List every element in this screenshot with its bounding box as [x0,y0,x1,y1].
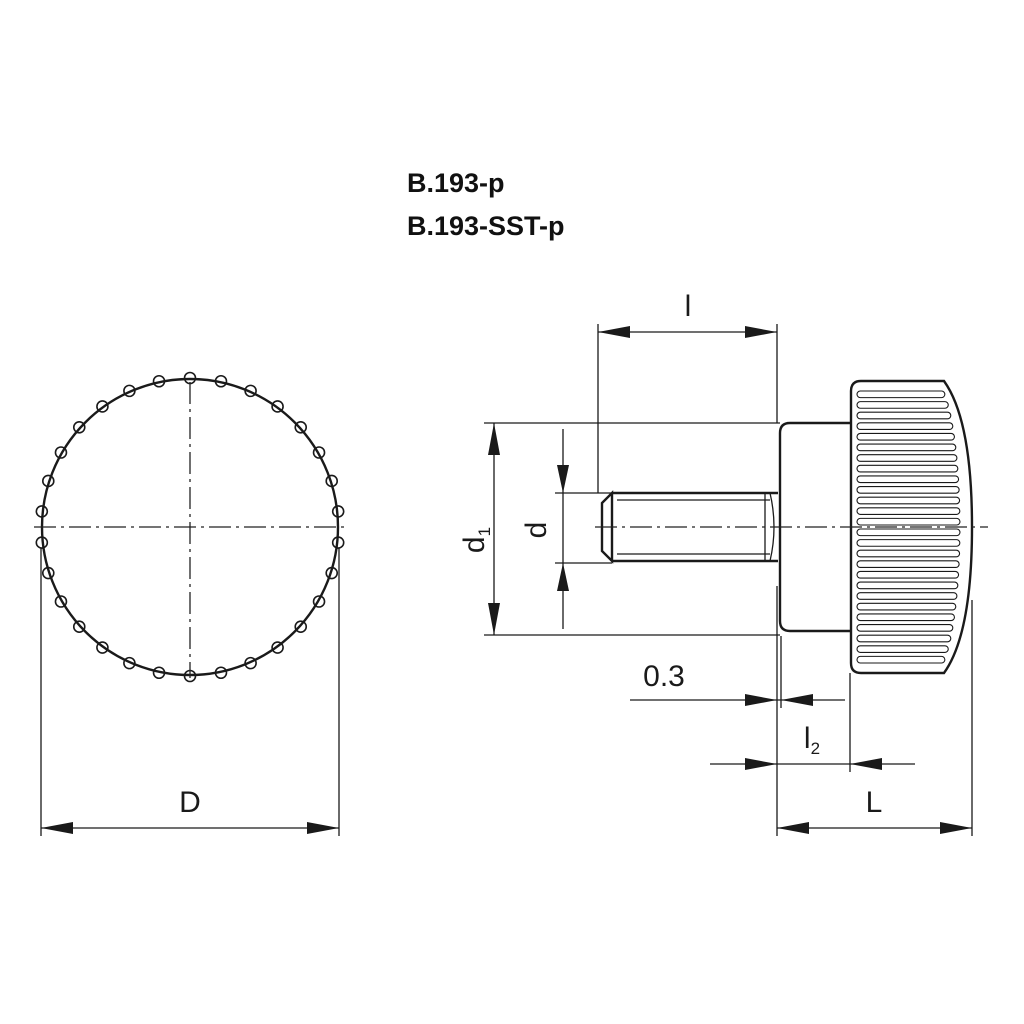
gap-arrow-left [745,694,777,706]
knurl-rib [856,517,961,526]
l2-arrow-right [850,758,882,770]
knurl-rib [856,581,959,590]
knurl-rib [856,475,960,484]
l2-subscript: 2 [811,739,820,758]
side-view: l d1 d 0.3 l2 [458,290,988,836]
product-code-stainless: B.193-SST-p [407,211,565,241]
d1-subscript: 1 [475,527,494,536]
d1-arrow-top [488,423,500,455]
knurl-rib [856,454,958,462]
knurl-rib [856,422,954,431]
knurl-rib [856,401,949,409]
knurl-rib [856,602,957,611]
l2-arrow-left [745,758,777,770]
dim-label-l2: l2 [804,722,820,758]
knurl-rib [856,411,952,420]
dim-label-D: D [179,786,201,819]
knurl-rib [856,390,946,399]
knurl-rib [856,560,960,569]
l-arrow-right [745,326,777,338]
dim-label-d1: d1 [458,527,494,553]
l-arrow-left [598,326,630,338]
knurl-rib [856,592,958,600]
knurl-rib [856,634,952,643]
knurl-rib [856,539,961,547]
knurl-ribs [856,390,961,664]
knurl-rib [856,613,955,622]
dim-label-L: L [866,786,883,819]
d1-arrow-bottom [488,603,500,635]
dim-label-gap: 0.3 [643,660,685,693]
L-arrow-right [940,822,972,834]
knurl-rib [856,528,961,537]
dim-label-d: d [520,522,553,539]
d-thread-arrow-top [557,465,569,493]
d-thread-arrow-bottom [557,563,569,591]
knurl-rib [856,655,946,664]
dim-label-l: l [685,290,692,323]
knurl-rib [856,485,960,494]
gap-arrow-right [781,694,813,706]
knurl-rib [856,549,961,558]
l2-main: l [804,722,811,755]
knurl-rib [856,464,959,473]
d1-main: d [458,536,491,553]
product-code-primary: B.193-p [407,168,505,198]
knurl-rib [856,570,960,579]
knurl-rib [856,443,957,452]
knurl-rib [856,645,949,653]
d-arrow-right [307,822,339,834]
d-arrow-left [41,822,73,834]
knurl-rib [856,623,954,632]
L-arrow-left [777,822,809,834]
knurl-rib [856,432,955,441]
knurl-rib [856,507,961,515]
front-view: D [34,371,346,836]
knurl-rib [856,496,961,505]
